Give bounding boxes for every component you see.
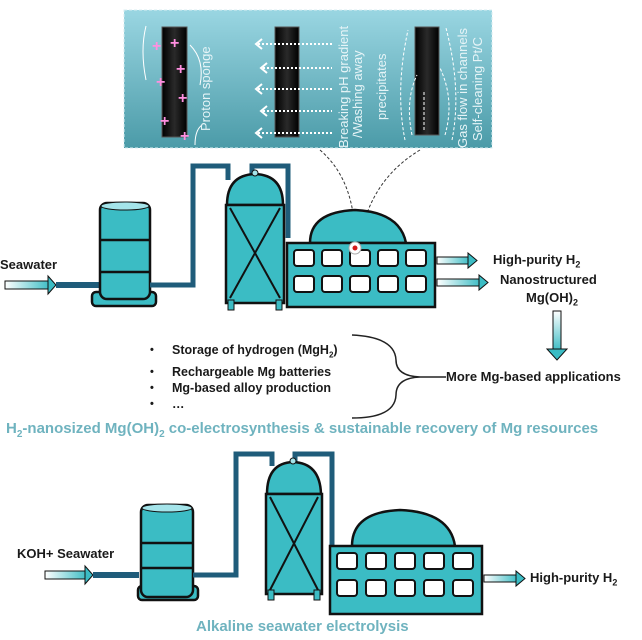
flow-arrow xyxy=(142,25,147,81)
electrolyzer-window xyxy=(365,579,387,597)
mechanism-panel: + + + + + + + xyxy=(123,9,493,149)
lower-process xyxy=(44,451,526,616)
electrolyzer-unit xyxy=(328,508,484,616)
pipe xyxy=(193,451,275,578)
proton-plus: + xyxy=(178,90,187,107)
application-item: Mg-based alloy production xyxy=(150,380,338,396)
proton-sponge-label: Proton sponge xyxy=(198,46,213,131)
washing-arrows xyxy=(258,43,332,134)
proton-plus: + xyxy=(170,35,179,52)
electrolyzer-unit xyxy=(285,208,437,309)
upper-process xyxy=(4,163,569,419)
brace xyxy=(351,334,421,419)
electrolyzer-window xyxy=(394,579,416,597)
electrolyzer-window xyxy=(452,579,474,597)
inlet-arrow xyxy=(44,564,94,586)
electrolyzer-window xyxy=(293,275,315,293)
storage-tank xyxy=(136,503,200,602)
mgoh2-label: Mg(OH)2 xyxy=(526,290,578,308)
mgoh-subscript: 2 xyxy=(572,297,578,308)
electrolyzer-window xyxy=(365,552,387,570)
seawater-label: Seawater xyxy=(0,257,58,272)
proton-plus: + xyxy=(180,128,189,145)
upper-caption: H2-nanosized Mg(OH)2 co-electrosynthesis… xyxy=(6,420,599,440)
gas-flow-label-1: Gas flow in channels xyxy=(455,28,470,148)
breaking-gradient-label-3: precipitates xyxy=(374,53,389,120)
electrolyzer-window xyxy=(349,275,371,293)
down-arrow xyxy=(545,310,569,361)
gas-flow-label-2: Self-cleaning Pt/C xyxy=(470,36,485,141)
electrolyzer-window xyxy=(394,552,416,570)
pipe xyxy=(56,282,102,288)
outlet-arrow-h2 xyxy=(436,251,478,270)
pipe xyxy=(150,163,231,288)
applications-list: Storage of hydrogen (MgH2) Rechargeable … xyxy=(150,342,338,412)
outlet-arrow-mgoh xyxy=(436,273,489,292)
electrode-proton-sponge xyxy=(161,26,188,138)
application-item: … xyxy=(150,396,338,412)
nanostructured-label: Nanostructured xyxy=(500,272,597,287)
proton-plus: + xyxy=(156,74,165,91)
application-item: Storage of hydrogen (MgH2) xyxy=(150,342,338,364)
electrolyzer-window xyxy=(377,275,399,293)
electrolyzer-window xyxy=(321,249,343,267)
gas-flow-arrows xyxy=(400,27,457,141)
proton-plus: + xyxy=(176,61,185,78)
outlet-arrow-h2 xyxy=(483,569,526,588)
lower-high-purity-h2-label: High-purity H2 xyxy=(530,570,617,588)
pipe xyxy=(93,572,139,578)
proton-plus: + xyxy=(160,113,169,130)
electrolyzer-window xyxy=(377,249,399,267)
flow-arrow xyxy=(189,44,202,86)
electrolyzer-window xyxy=(405,249,427,267)
electrolyzer-window xyxy=(336,552,358,570)
reactor-column xyxy=(224,169,286,311)
h2-subscript: 2 xyxy=(612,577,618,588)
h2-subscript: 2 xyxy=(575,259,581,270)
lower-caption: Alkaline seawater electrolysis xyxy=(196,618,409,635)
high-purity-h2-label: High-purity H2 xyxy=(493,252,580,270)
mgoh-text: Mg(OH) xyxy=(526,290,573,305)
h2-text: High-purity H xyxy=(530,570,613,585)
electrolyzer-window xyxy=(405,275,427,293)
callout-line xyxy=(359,149,421,241)
electrolyzer-window xyxy=(423,552,445,570)
h2-text: High-purity H xyxy=(493,252,576,267)
electrolyzer-window xyxy=(452,552,474,570)
electrolyzer-window xyxy=(336,579,358,597)
application-item: Rechargeable Mg batteries xyxy=(150,364,338,380)
breaking-gradient-label-1: Breaking pH gradient xyxy=(336,25,351,148)
proton-markers: + + + + + + + xyxy=(152,35,189,145)
proton-plus: + xyxy=(152,38,161,55)
flow-arrow xyxy=(194,124,203,146)
electrode-gas-flow xyxy=(414,26,440,136)
electrode-ph-gradient xyxy=(274,26,300,138)
inlet-arrow xyxy=(4,274,57,296)
electrolyzer-window xyxy=(423,579,445,597)
koh-seawater-label: KOH+ Seawater xyxy=(17,546,115,561)
electrolyzer-window xyxy=(293,249,315,267)
storage-tank xyxy=(90,201,158,308)
electrolyzer-window xyxy=(321,275,343,293)
breaking-gradient-label-2: /Washing away xyxy=(350,50,365,138)
more-applications-label: More Mg-based applications xyxy=(446,369,621,384)
reactor-column xyxy=(264,457,324,601)
